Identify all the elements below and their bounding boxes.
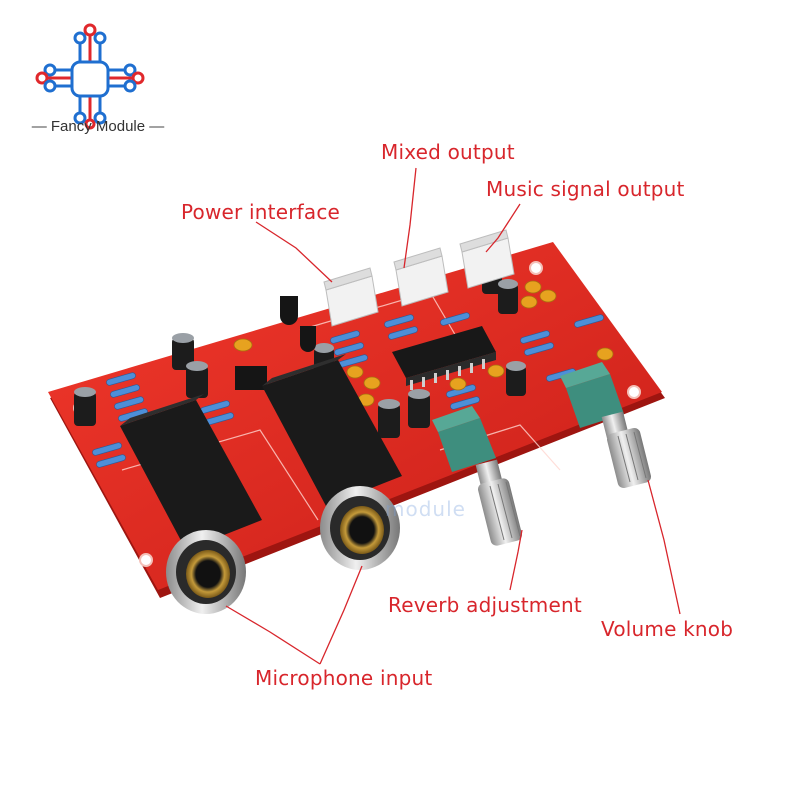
brand-name: Fancy Module: [50, 118, 146, 135]
ic-chip: [392, 326, 496, 390]
callout-volume-line: [647, 479, 681, 615]
electrolytic-capacitors: [74, 259, 526, 438]
callout-music-line: [485, 203, 521, 253]
transistors: [235, 296, 316, 390]
label-microphone-input: Microphone input: [255, 666, 433, 690]
callout-power-line: [255, 221, 333, 283]
callout-mic-right-line: [319, 565, 363, 665]
power-connector: [323, 267, 379, 327]
fancy-module-logo: [20, 20, 170, 150]
dash-left: —: [31, 118, 51, 135]
brand-caption: — Fancy Module —: [18, 118, 178, 135]
watermark-text: module: [385, 497, 466, 521]
reverb-potentiometer: [432, 406, 522, 546]
callout-mixed-line: [403, 167, 417, 269]
callout-lines: [225, 167, 681, 665]
callout-mic-left-line: [225, 605, 321, 665]
label-power-interface: Power interface: [181, 200, 341, 224]
mixed-output-connector: [393, 247, 449, 307]
label-music-signal-output: Music signal output: [486, 177, 685, 201]
label-mixed-output: Mixed output: [381, 140, 515, 164]
music-output-connector: [459, 229, 515, 289]
volume-potentiometer: [560, 362, 651, 489]
microphone-jack-left: [120, 394, 262, 614]
label-reverb-adjustment: Reverb adjustment: [388, 593, 582, 617]
resistors: [92, 312, 604, 468]
microphone-jack-right: [262, 354, 402, 570]
callout-reverb-line: [509, 529, 523, 591]
dash-right: —: [145, 118, 165, 135]
circuit-logo-icon: [35, 23, 145, 130]
connectors: [323, 229, 515, 327]
label-volume-knob: Volume knob: [601, 617, 734, 641]
